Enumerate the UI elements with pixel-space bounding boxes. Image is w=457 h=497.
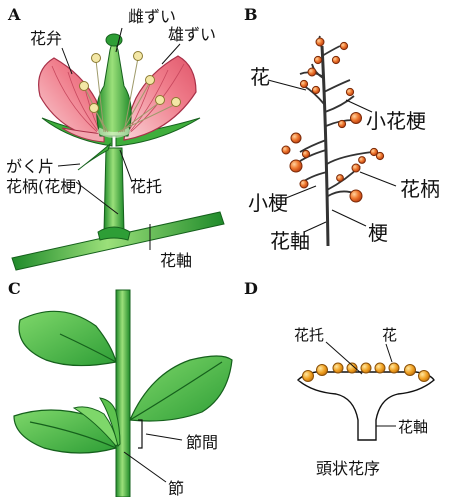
panel-d: D 花托 花 花軸 頭状花序	[244, 279, 434, 478]
internode-bracket	[138, 420, 142, 448]
internode-leader	[146, 434, 182, 440]
label-peduncle: 梗	[368, 221, 388, 245]
label-small-pedicel: 小花梗	[366, 109, 426, 133]
label-flower-b: 花	[250, 65, 270, 89]
panel-c: C 節間 節	[8, 279, 232, 497]
leaf-upper-left	[19, 311, 116, 365]
label-petal: 花弁	[30, 29, 62, 48]
label-internode: 節間	[186, 433, 218, 452]
label-receptacle-d: 花托	[294, 326, 324, 344]
label-sepal: がく片	[6, 157, 54, 176]
main-axis-b	[322, 46, 328, 246]
label-node: 節	[168, 479, 184, 497]
label-flower-d: 花	[382, 326, 397, 344]
label-axis-a: 花軸	[160, 251, 192, 270]
panel-a: A	[6, 5, 224, 270]
panel-c-letter: C	[8, 279, 21, 298]
pedicel-base	[98, 227, 130, 240]
label-receptacle-a: 花托	[130, 177, 162, 196]
label-stamen: 雄ずい	[168, 25, 216, 44]
label-pedicel-b: 花柄	[400, 177, 440, 201]
petal-left	[39, 58, 104, 140]
pedicel	[104, 148, 124, 232]
label-pistil: 雌ずい	[128, 7, 176, 26]
label-small-peduncle: 小梗	[248, 191, 288, 215]
main-stem-c	[116, 290, 130, 497]
panel-d-letter: D	[244, 279, 258, 298]
label-pedicel-a: 花柄(花梗)	[6, 177, 83, 196]
caption-d: 頭状花序	[316, 459, 380, 478]
panel-b-letter: B	[244, 5, 258, 24]
label-axis-d: 花軸	[398, 418, 428, 436]
panel-a-letter: A	[7, 5, 21, 24]
panel-b: B	[244, 5, 440, 253]
label-axis-b: 花軸	[270, 229, 310, 253]
